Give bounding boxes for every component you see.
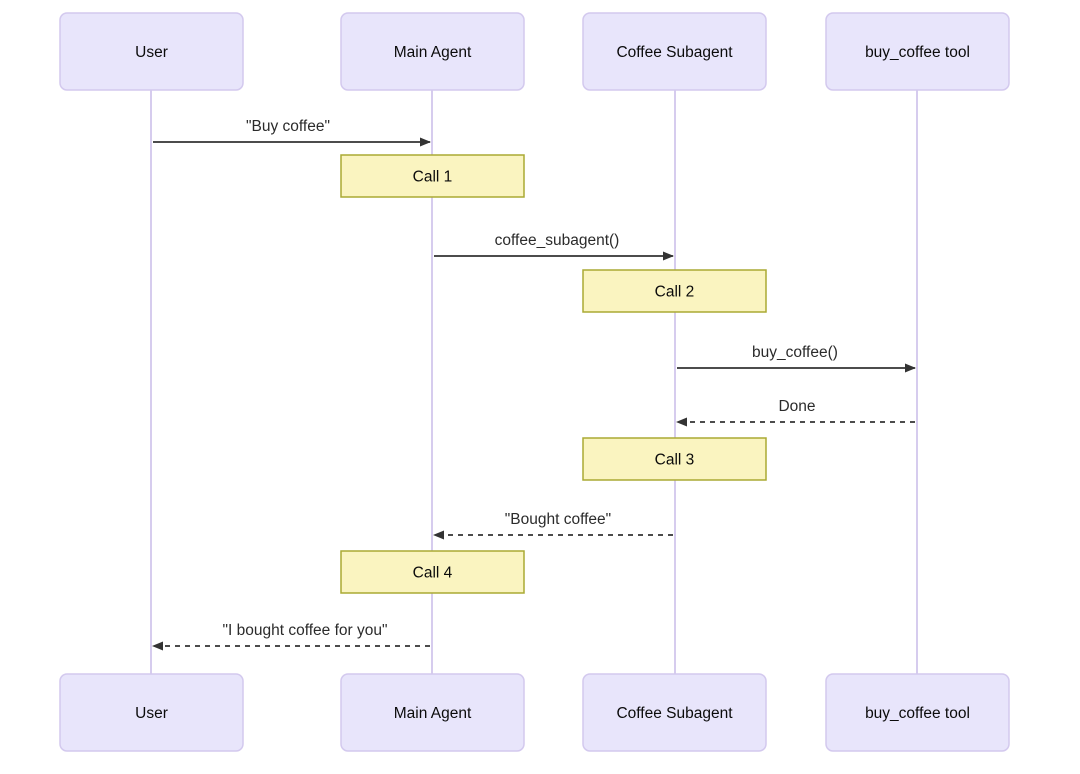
activation-rect <box>582 437 767 481</box>
participant-box-rect <box>59 12 244 91</box>
lifelines-layer <box>150 90 918 674</box>
activation-label-call-1: Call 1 <box>413 169 453 186</box>
participant-label-buy-coffee-tool: buy_coffee tool <box>865 44 970 61</box>
participant-box-main-agent[interactable]: Main Agent <box>340 12 525 91</box>
participant-box-user[interactable]: User <box>59 12 244 91</box>
message-msg-bought-coffee[interactable]: "Bought coffee" <box>433 511 673 540</box>
message-msg-i-bought-coffee-for-you[interactable]: "I bought coffee for you" <box>152 622 430 651</box>
participant-box-rect <box>582 12 767 91</box>
participant-box-coffee-subagent[interactable]: Coffee Subagent <box>582 673 767 752</box>
activation-call-2[interactable]: Call 2 <box>582 269 767 313</box>
participant-box-rect <box>59 673 244 752</box>
participant-label-buy-coffee-tool: buy_coffee tool <box>865 705 970 722</box>
message-label-msg-coffee-subagent-call: coffee_subagent() <box>495 232 620 249</box>
message-msg-coffee-subagent-call[interactable]: coffee_subagent() <box>434 232 674 261</box>
participant-label-user: User <box>135 44 168 61</box>
participant-label-coffee-subagent: Coffee Subagent <box>616 44 733 61</box>
message-msg-buy-coffee-tool-call[interactable]: buy_coffee() <box>677 344 916 373</box>
message-label-msg-done: Done <box>778 398 815 415</box>
participant-label-coffee-subagent: Coffee Subagent <box>616 705 733 722</box>
activations-layer: Call 1 Call 2 Call 3 Call 4 <box>340 154 767 594</box>
message-label-msg-buy-coffee: "Buy coffee" <box>246 118 330 135</box>
message-msg-buy-coffee[interactable]: "Buy coffee" <box>153 118 431 147</box>
messages-layer: "Buy coffee" coffee_subagent() buy_coffee(… <box>152 118 916 651</box>
participant-box-buy-coffee-tool[interactable]: buy_coffee tool <box>825 673 1010 752</box>
message-msg-done[interactable]: Done <box>676 398 915 427</box>
participant-boxes-bottom: User Main Agent Coffee Subagent buy_coffee … <box>59 673 1010 752</box>
activation-rect <box>582 269 767 313</box>
activation-call-3[interactable]: Call 3 <box>582 437 767 481</box>
participant-box-rect <box>825 673 1010 752</box>
participant-label-user: User <box>135 705 168 722</box>
activation-rect <box>340 154 525 198</box>
message-label-msg-bought-coffee: "Bought coffee" <box>505 511 611 528</box>
participant-box-rect <box>825 12 1010 91</box>
participant-box-main-agent[interactable]: Main Agent <box>340 673 525 752</box>
participant-box-rect <box>340 12 525 91</box>
participant-box-coffee-subagent[interactable]: Coffee Subagent <box>582 12 767 91</box>
message-label-msg-buy-coffee-tool-call: buy_coffee() <box>752 344 838 361</box>
participant-box-rect <box>340 673 525 752</box>
participant-boxes-top: User Main Agent Coffee Subagent buy_coffee … <box>59 12 1010 91</box>
participant-box-buy-coffee-tool[interactable]: buy_coffee tool <box>825 12 1010 91</box>
participant-box-rect <box>582 673 767 752</box>
activation-rect <box>340 550 525 594</box>
participant-label-main-agent: Main Agent <box>394 44 472 61</box>
activation-call-1[interactable]: Call 1 <box>340 154 525 198</box>
activation-call-4[interactable]: Call 4 <box>340 550 525 594</box>
activation-label-call-4: Call 4 <box>413 565 453 582</box>
activation-label-call-2: Call 2 <box>655 284 695 301</box>
message-label-msg-i-bought-coffee-for-you: "I bought coffee for you" <box>223 622 388 639</box>
participant-label-main-agent: Main Agent <box>394 705 472 722</box>
activation-label-call-3: Call 3 <box>655 452 695 469</box>
participant-box-user[interactable]: User <box>59 673 244 752</box>
